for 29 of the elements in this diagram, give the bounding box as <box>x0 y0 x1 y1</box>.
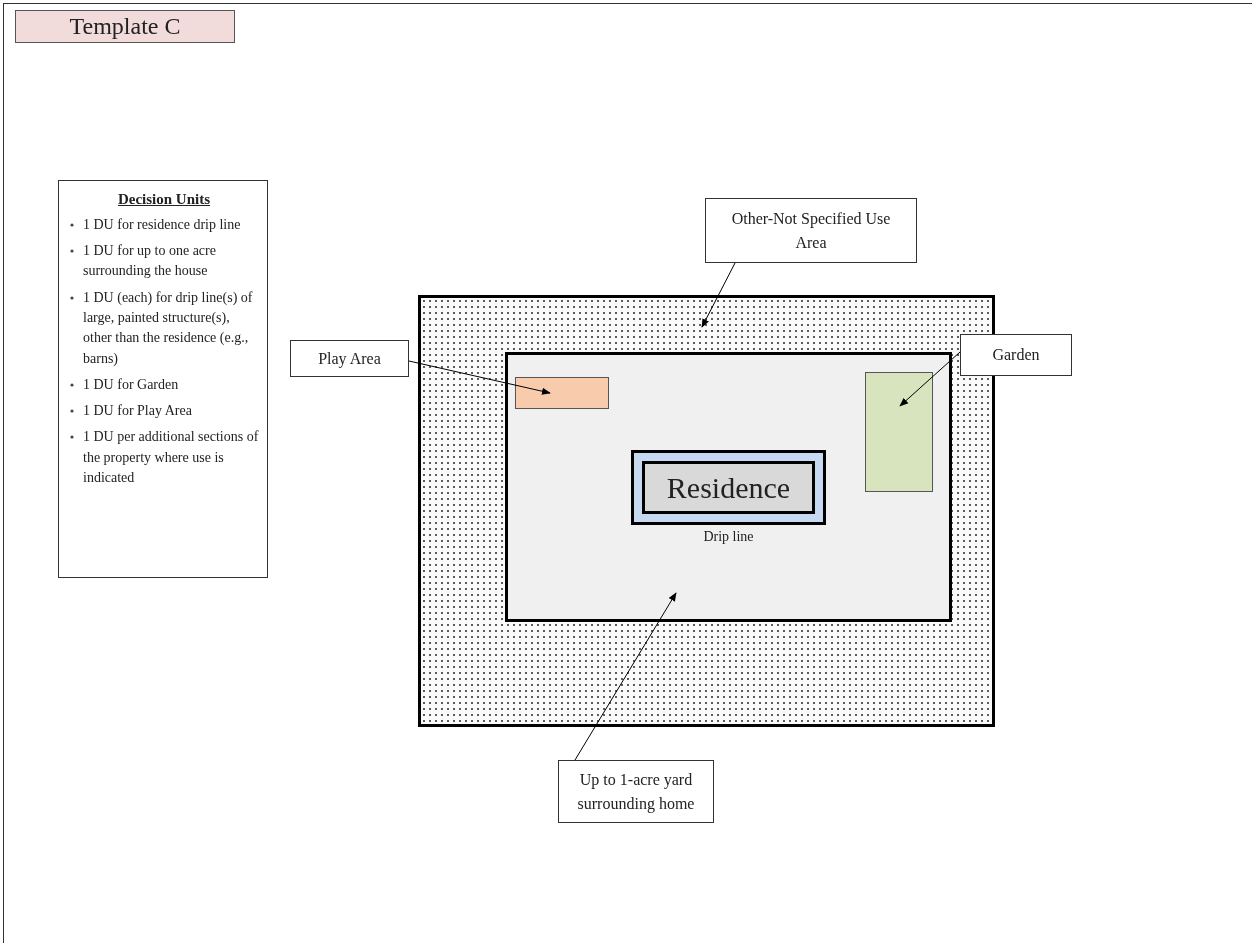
callout-text: Garden <box>992 345 1040 365</box>
property-area <box>418 295 995 727</box>
callout-box <box>705 198 917 263</box>
arrow <box>701 262 736 328</box>
bullet-item: 1 DU for residence drip line <box>83 216 241 232</box>
title-box: Template C <box>15 10 235 43</box>
arrow <box>574 592 677 761</box>
drip-line-band <box>631 450 826 525</box>
bullet-item: 1 DU (each) for drip line(s) of large, painted structure(s), other than the residence (e.g., barns) <box>83 289 253 366</box>
callout-box <box>558 760 714 823</box>
yard-area <box>505 352 952 622</box>
decision-units-box <box>58 180 268 578</box>
bullet-item: 1 DU per additional sections of the property where use is indicated <box>83 429 259 485</box>
drip-line-label: Drip line <box>702 529 755 545</box>
arrow <box>408 360 551 395</box>
bullet-item: 1 DU for Garden <box>83 376 179 392</box>
callout-text: Play Area <box>318 348 381 370</box>
box-heading: Decision Units <box>116 190 212 209</box>
residence-box <box>642 461 815 514</box>
callout-box <box>290 340 409 377</box>
bullet-item: 1 DU for up to one acre surrounding the house <box>83 243 216 279</box>
garden-box <box>865 372 933 492</box>
callout-text: Other-Not Specified Use Area <box>730 208 892 253</box>
residence-label: Residence <box>666 470 791 505</box>
bullet-item: 1 DU for Play Area <box>83 403 192 419</box>
callout-text: Up to 1-acre yard surrounding home <box>576 769 696 815</box>
play-area-box <box>515 377 609 409</box>
arrow <box>899 351 961 407</box>
callout-box <box>960 334 1072 376</box>
